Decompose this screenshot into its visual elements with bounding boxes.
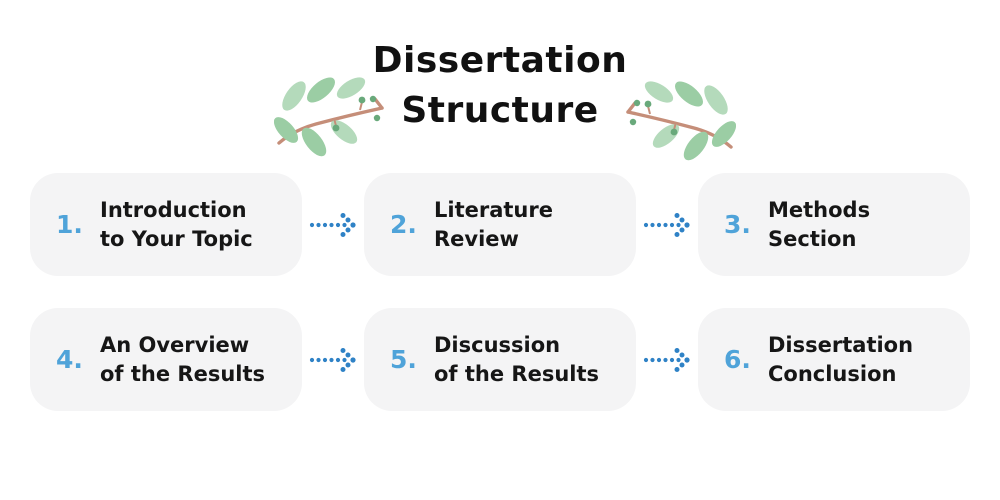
connector-cell (636, 345, 698, 375)
step-card-3: 3. Methods Section (698, 173, 970, 276)
page-title-line2: Structure (401, 90, 599, 131)
page-title: Dissertation Structure (0, 36, 1000, 136)
step-card-2: 2. Literature Review (364, 173, 636, 276)
step-label: Dissertation Conclusion (768, 332, 914, 386)
dotted-arrow-right-icon (643, 212, 690, 237)
step-number: 1. (56, 210, 83, 239)
step-number: 6. (724, 345, 751, 374)
step-label: Methods Section (768, 197, 871, 251)
dotted-arrow-right-icon (309, 347, 356, 372)
step-number: 4. (56, 345, 83, 374)
step-label: Literature Review (434, 197, 553, 251)
step-number: 2. (390, 210, 417, 239)
steps-row-1: 1. Introduction to Your Topic 2. Literat… (30, 173, 970, 276)
step-number: 3. (724, 210, 751, 239)
dotted-arrow-right-icon (643, 347, 690, 372)
step-number: 5. (390, 345, 417, 374)
step-card-6: 6. Dissertation Conclusion (698, 308, 970, 411)
step-label: Introduction to Your Topic (100, 197, 253, 251)
page-title-line1: Dissertation (372, 40, 628, 81)
olive-branch-icon (274, 77, 384, 157)
connector-cell (302, 345, 364, 375)
step-card-1: 1. Introduction to Your Topic (30, 173, 302, 276)
step-label: An Overview of the Results (100, 332, 266, 386)
steps-row-2: 4. An Overview of the Results 5. Discuss… (30, 308, 970, 411)
olive-branch-icon (626, 81, 736, 161)
connector-cell (302, 210, 364, 240)
step-label: Discussion of the Results (434, 332, 600, 386)
step-card-5: 5. Discussion of the Results (364, 308, 636, 411)
connector-cell (636, 210, 698, 240)
dotted-arrow-right-icon (309, 212, 356, 237)
step-card-4: 4. An Overview of the Results (30, 308, 302, 411)
